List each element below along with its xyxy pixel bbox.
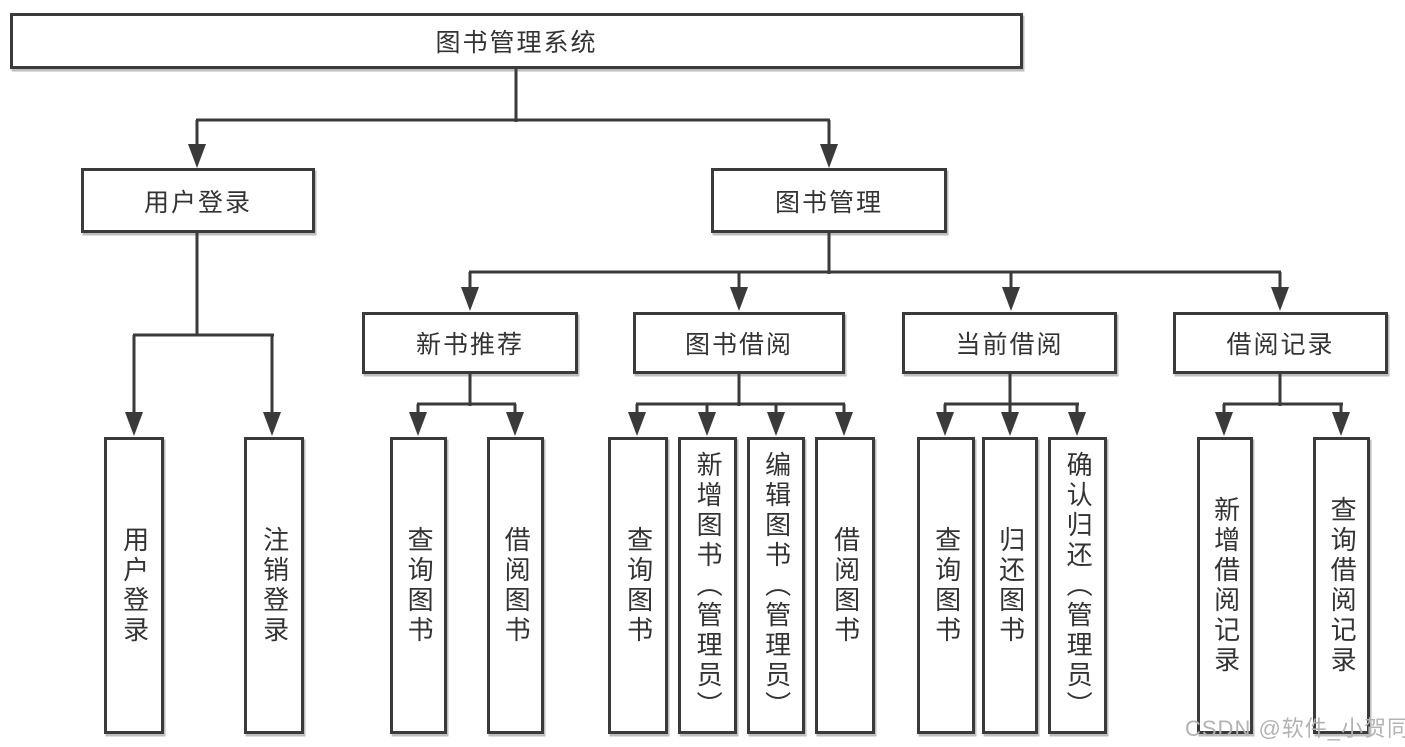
node-new-book-recommendation: 新书推荐 [362, 312, 578, 374]
node-label: 新增图书（管理员） [693, 450, 724, 721]
leaf-query-books-borrow: 查询图书 [608, 437, 668, 734]
node-label: 当前借阅 [955, 331, 1064, 359]
leaf-query-books-recommend: 查询图书 [390, 437, 447, 734]
node-book-management: 图书管理 [711, 168, 947, 233]
node-label: 图书管理 [774, 188, 883, 217]
leaf-add-book-admin: 新增图书（管理员） [678, 437, 737, 734]
node-label: 新书推荐 [415, 331, 524, 359]
node-label: 用户登录 [119, 525, 150, 646]
node-library-management-system: 图书管理系统 [10, 13, 1023, 69]
node-label: 查询图书 [623, 525, 654, 646]
node-label: 图书借阅 [684, 331, 793, 359]
node-label: 注销登录 [259, 525, 290, 646]
node-label: 归还图书 [995, 525, 1026, 646]
leaf-borrow-books: 借阅图书 [815, 437, 875, 734]
leaf-logout: 注销登录 [244, 437, 304, 734]
leaf-edit-book-admin: 编辑图书（管理员） [747, 437, 805, 734]
node-label: 查询借阅记录 [1327, 495, 1358, 676]
node-label: 新增借阅记录 [1210, 495, 1241, 676]
node-label: 借阅记录 [1226, 331, 1335, 359]
node-borrowing-records: 借阅记录 [1173, 312, 1388, 374]
node-label: 用户登录 [143, 188, 252, 217]
leaf-borrow-books-recommend: 借阅图书 [487, 437, 544, 734]
node-label: 图书管理系统 [435, 29, 598, 57]
leaf-user-login: 用户登录 [104, 437, 164, 734]
node-book-borrowing: 图书借阅 [633, 312, 845, 374]
leaf-add-borrow-record: 新增借阅记录 [1197, 437, 1253, 734]
node-label: 查询图书 [404, 525, 435, 646]
leaf-confirm-return-admin: 确认归还（管理员） [1048, 437, 1107, 734]
node-label: 编辑图书（管理员） [761, 450, 792, 721]
node-label: 确认归还（管理员） [1063, 450, 1094, 721]
node-label: 借阅图书 [830, 525, 861, 646]
node-label: 借阅图书 [501, 525, 532, 646]
node-user-login: 用户登录 [81, 168, 315, 233]
csdn-watermark: CSDN @软件_小贺同学 [1185, 716, 1405, 741]
leaf-return-books: 归还图书 [982, 437, 1038, 734]
leaf-query-borrow-record: 查询借阅记录 [1313, 437, 1370, 734]
node-label: 查询图书 [931, 525, 962, 646]
node-current-borrowing: 当前借阅 [902, 312, 1117, 374]
leaf-query-books-current: 查询图书 [917, 437, 975, 734]
